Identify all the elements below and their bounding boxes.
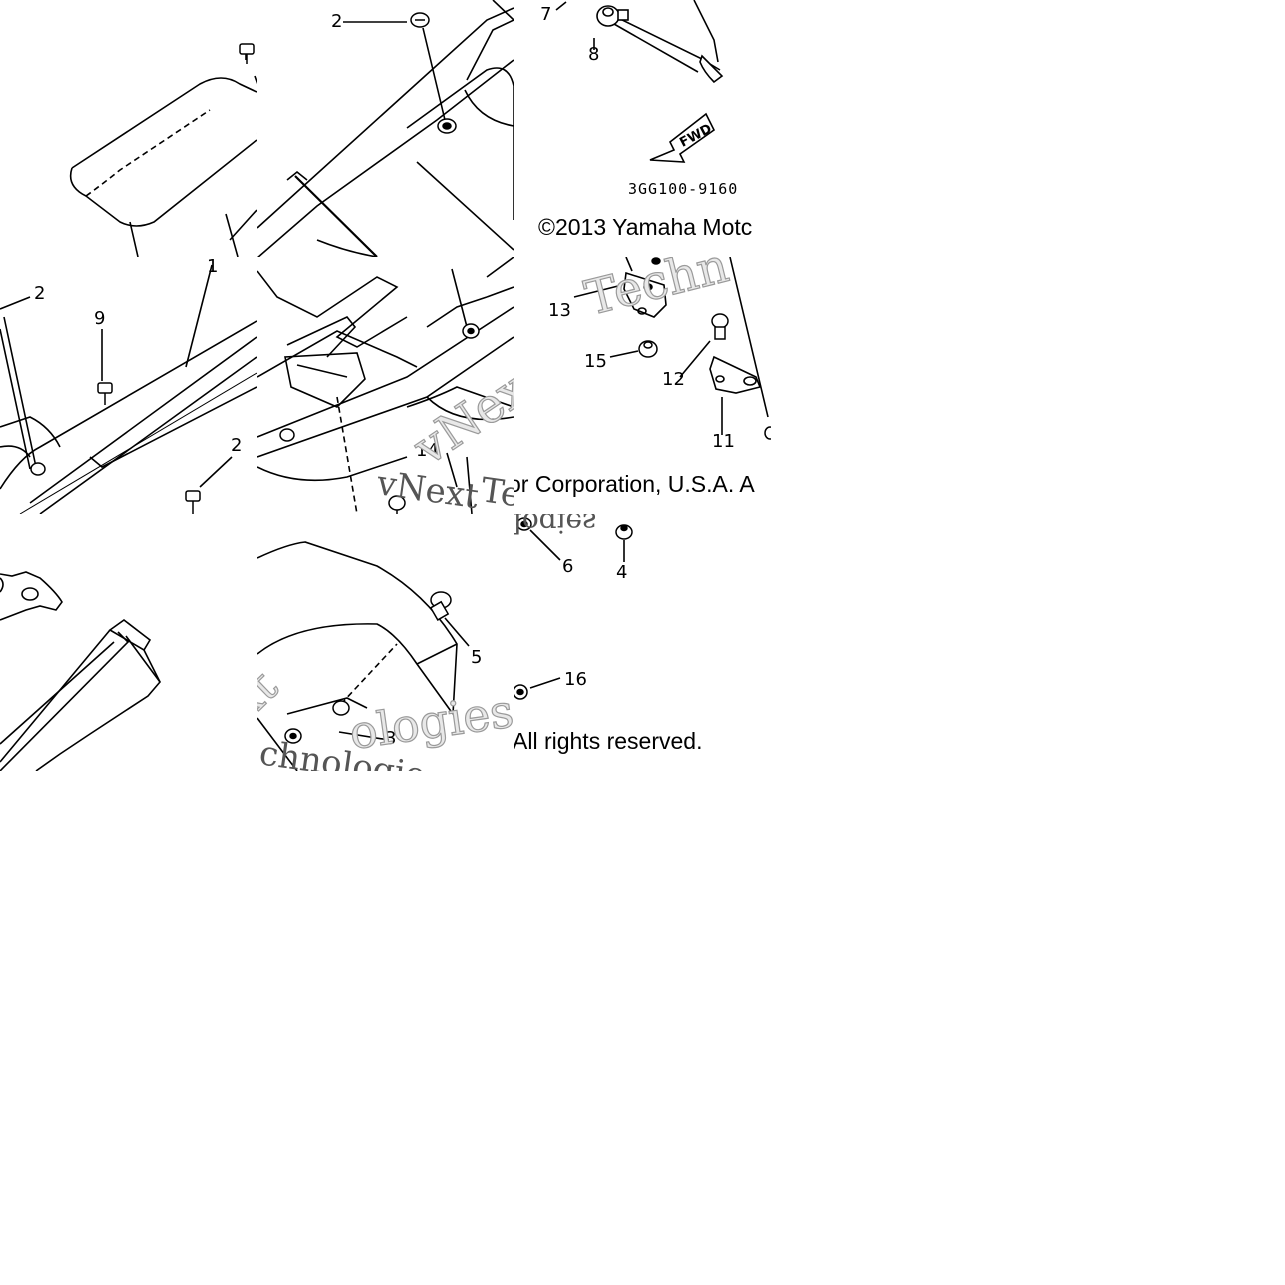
- fwd-arrow-icon: FWD: [649, 112, 716, 163]
- bolt-icon: [388, 495, 406, 514]
- stays-drawing: [573, 257, 771, 440]
- bolt-icon: [429, 591, 452, 621]
- nut-icon: [462, 323, 480, 339]
- mudguard-drawing: [257, 541, 470, 771]
- rear-fender-top-drawing: [257, 0, 514, 257]
- callout-9: 9: [94, 308, 106, 329]
- callout-2: 2: [331, 11, 343, 32]
- nut-icon: [30, 462, 46, 476]
- callout-2: 2: [231, 435, 243, 456]
- diagram-tile-rear-fender-top: 2: [257, 0, 514, 257]
- watermark-tec: Tec: [478, 470, 514, 514]
- diagram-tile-mudguard: 5 3 xt ologies chnologie: [257, 514, 514, 771]
- callout-15: 15: [584, 351, 607, 372]
- nut-icon: [279, 428, 295, 442]
- callout-8: 8: [588, 44, 600, 65]
- flap-drawing: [0, 571, 162, 771]
- small-parts-drawing: [514, 517, 633, 700]
- diagram-tile-small-parts: ologies 6 4 16 All rights reserved.: [514, 514, 771, 771]
- bracket-fwd-drawing: FWD: [555, 0, 724, 163]
- bolt-icon: [185, 490, 201, 514]
- seat-drawing: [69, 43, 257, 257]
- callout-10: 10: [255, 131, 257, 149]
- callout-5: 5: [471, 647, 483, 668]
- screw-icon: [410, 12, 430, 28]
- nut-icon: [516, 517, 532, 531]
- copyright-text-1: ©2013 Yamaha Motc: [538, 214, 753, 240]
- nut-icon: [284, 700, 350, 744]
- nut-icon: [615, 524, 633, 540]
- callout-2: 2: [34, 283, 46, 304]
- diagram-tile-bracket-fwd: FWD 7 8 3GG100-9160 ©2013 Yamaha Motc: [514, 0, 771, 257]
- diagram-tile-flap: [0, 514, 257, 771]
- diagram-tile-seat: 10: [0, 0, 257, 257]
- figure-code: 3GG100-9160: [628, 180, 739, 198]
- callout-7: 7: [540, 4, 552, 25]
- callout-12: 12: [662, 369, 685, 390]
- callout-14: 14: [416, 440, 439, 461]
- nut-icon: [437, 118, 457, 134]
- fender-frame-drawing: [257, 257, 514, 514]
- diagram-tile-fender-frame: 14 vNext vNext Tec: [257, 257, 514, 514]
- callout-16: 16: [564, 669, 587, 690]
- callout-11: 11: [712, 431, 735, 452]
- bolt-icon: [711, 313, 729, 340]
- nut-icon: [638, 340, 658, 358]
- callout-1: 1: [207, 257, 219, 277]
- copyright-text-2: or Corporation, U.S.A. A: [514, 471, 755, 497]
- callout-3: 3: [385, 728, 397, 749]
- nut-icon: [514, 684, 528, 700]
- nut-icon: [596, 5, 629, 27]
- bolt-icon: [97, 382, 113, 405]
- callout-6: 6: [562, 556, 574, 577]
- bolt-icon: [239, 43, 255, 64]
- copyright-text-3: All rights reserved.: [514, 728, 703, 754]
- front-fender-drawing: [0, 264, 257, 514]
- diagram-tile-front-fender: 2 9 1 2: [0, 257, 257, 514]
- callout-4: 4: [616, 562, 628, 583]
- watermark-ologies: ologies: [514, 514, 597, 539]
- callout-13: 13: [548, 300, 571, 321]
- screw-icon: [651, 257, 771, 440]
- diagram-tile-stays: 13 15 12 11 Techn or Corporation, U.S.A.…: [514, 257, 771, 514]
